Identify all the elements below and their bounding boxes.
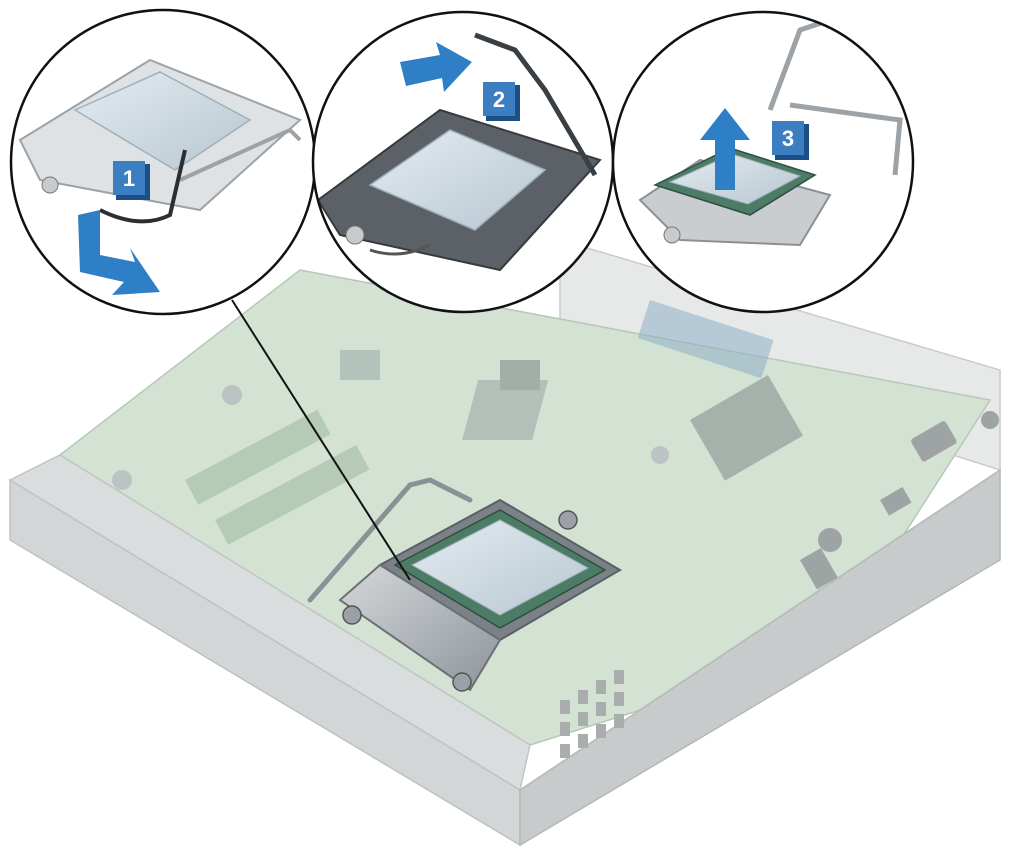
retention-lever — [474, 32, 598, 177]
processor-socket — [307, 477, 622, 692]
retention-lever — [99, 149, 187, 224]
rear-io-ports — [800, 411, 999, 590]
retention-lever — [307, 477, 473, 603]
svg-text:3: 3 — [782, 126, 794, 151]
svg-text:2: 2 — [493, 87, 505, 112]
arrow-up-icon — [700, 108, 750, 190]
step-badge-1: 1 — [113, 161, 150, 200]
board-components — [112, 300, 803, 545]
detail-circle-step-3: 3 — [611, 10, 915, 314]
detail-circle-step-2: 2 — [311, 10, 615, 314]
bent-arrow-down-right-icon — [78, 210, 160, 295]
socket-screw — [558, 510, 578, 530]
step-badge-2: 2 — [483, 82, 520, 121]
socket-screw — [452, 672, 472, 692]
svg-text:1: 1 — [123, 166, 135, 191]
computer-chassis — [8, 238, 1001, 847]
arrow-right-icon — [400, 42, 472, 92]
load-plate — [338, 563, 502, 692]
chassis-rear-panel — [519, 468, 1001, 847]
detail-circle-step-1: 1 — [9, 8, 317, 316]
step-badge-3: 3 — [772, 121, 809, 160]
thermal-paste — [410, 519, 590, 616]
vent-grille — [560, 670, 624, 758]
socket-screw — [342, 605, 362, 625]
leader-line — [231, 299, 411, 581]
